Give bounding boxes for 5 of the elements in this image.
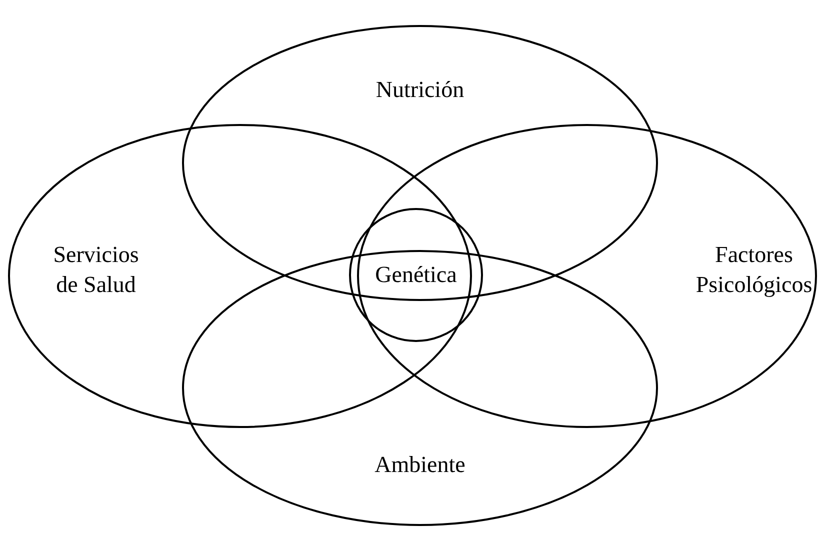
set-label: Genética xyxy=(374,261,458,289)
set-label: Ambiente xyxy=(374,451,466,479)
set-label: Servicios de Salud xyxy=(52,241,140,299)
set-label: Nutrición xyxy=(374,76,466,104)
set-label: Factores Psicológicos xyxy=(694,241,814,299)
